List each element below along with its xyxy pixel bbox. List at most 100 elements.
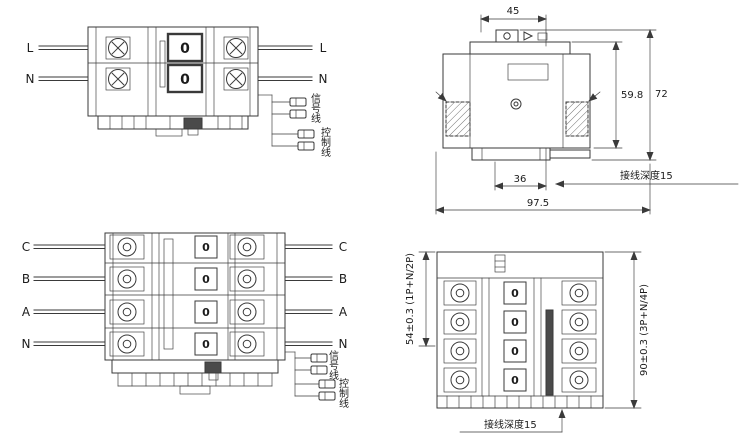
dimension-height-2p: 54±0.3 (1P+N/2P) <box>405 251 436 347</box>
terminal-screw <box>108 38 128 58</box>
annotation-control-wire: 控制线 <box>337 377 349 408</box>
terminal-screw <box>569 312 589 332</box>
front-view-4p-diagram: C B A N C B A N <box>22 232 349 408</box>
switch-position-label: 0 <box>202 273 210 286</box>
handle-tie-bar <box>545 309 554 396</box>
terminal-screw <box>226 38 246 58</box>
dim-value-36: 36 <box>514 174 527 185</box>
wire-label-left-1: L <box>27 41 34 55</box>
rating-label-area <box>507 63 549 81</box>
wiring-depth-text: 接线深度15 <box>484 418 537 431</box>
trip-indicator-block <box>204 361 222 374</box>
din-rail-mount <box>97 115 249 137</box>
wire-label-right-1: C <box>339 240 347 254</box>
switch-handle-pole4: 0 <box>503 368 527 392</box>
annotation-signal-wire: 信号线 <box>309 93 321 123</box>
breaker-side-profile <box>435 29 601 161</box>
dimension-view-4p-diagram: 0 0 0 0 <box>405 251 650 433</box>
dimension-total-height: 72 <box>519 29 668 161</box>
dim-value-59-8: 59.8 <box>621 90 643 101</box>
toggle-handle <box>495 29 519 43</box>
din-rail-seat <box>471 147 551 161</box>
wire-label-right-4: N <box>339 337 348 351</box>
terminal-cavity-left <box>445 101 471 137</box>
outgoing-wires-right: C B A N <box>284 240 348 351</box>
dim-value-90: 90±0.3 (3P+N/4P) <box>639 284 650 376</box>
breaker-body-4p: 0 0 0 0 <box>436 251 604 409</box>
wire-label-left-2: N <box>26 72 35 86</box>
dim-value-97-5: 97.5 <box>527 198 549 209</box>
switch-position-label: 0 <box>511 374 519 387</box>
terminal-screw <box>237 237 257 257</box>
switch-handle-pole2: 0 <box>194 267 218 291</box>
wire-label-right-2: N <box>319 72 328 86</box>
terminal-screw <box>237 269 257 289</box>
terminal-screw <box>569 341 589 361</box>
switch-position-label: 0 <box>180 72 190 88</box>
terminal-screw <box>450 341 470 361</box>
terminal-screw <box>117 334 137 354</box>
spade-connector-icon <box>297 141 315 151</box>
trip-mark-icon <box>523 31 534 41</box>
switch-position-label: 0 <box>202 306 210 319</box>
spade-connector-icon <box>310 353 328 363</box>
rail-clip-tab <box>155 128 183 137</box>
test-button-detail <box>494 254 506 273</box>
dimension-top-width: 45 <box>480 6 547 47</box>
dimension-body-height: 59.8 <box>571 41 643 149</box>
terminal-screw <box>117 237 137 257</box>
wire-label-right-3: A <box>339 305 348 319</box>
switch-handle-pole2: 0 <box>503 310 527 334</box>
side-view-diagram: 45 59.8 72 36 97.5 接线深度15 <box>435 6 739 215</box>
switch-handle-pole1: 0 <box>166 32 204 63</box>
terminal-screw <box>117 269 137 289</box>
terminal-screw <box>117 302 137 322</box>
switch-position-label: 0 <box>511 316 519 329</box>
handle-tie-bar <box>163 238 174 350</box>
front-view-2p-diagram: L N L N <box>26 26 331 157</box>
annotation-signal-wire: 信号线 <box>327 350 339 380</box>
switch-handle-pole4: 0 <box>194 332 218 356</box>
dim-value-45: 45 <box>507 6 520 17</box>
rail-clip-tab <box>549 149 591 159</box>
dimension-total-depth: 97.5 <box>435 151 651 215</box>
wiring-depth-text: 接线深度15 <box>620 169 673 182</box>
switch-position-label: 0 <box>202 338 210 351</box>
spade-connector-icon <box>318 391 336 401</box>
switch-handle-pole2: 0 <box>166 63 204 94</box>
incoming-wires-left: C B A N <box>22 240 106 351</box>
handle-tie-bar <box>159 40 166 88</box>
terminal-screw <box>569 283 589 303</box>
wiring-depth-callout-bottom: 接线深度15 <box>459 409 566 433</box>
terminal-screw <box>237 302 257 322</box>
terminal-screw <box>450 312 470 332</box>
terminal-screw <box>226 69 246 89</box>
wire-label-right-2: B <box>339 272 347 286</box>
wire-label-left-3: A <box>22 305 31 319</box>
face-screw <box>510 98 522 110</box>
switch-handle-pole3: 0 <box>194 300 218 324</box>
wire-label-right-1: L <box>320 41 327 55</box>
spade-connector-icon <box>297 129 315 139</box>
dim-value-72: 72 <box>655 89 668 100</box>
wire-label-left-2: B <box>22 272 30 286</box>
incoming-wires-left: L N <box>26 41 89 86</box>
terminal-cavity-right <box>565 101 589 137</box>
wire-label-left-4: N <box>22 337 31 351</box>
switch-position-label: 0 <box>511 287 519 300</box>
annotation-control-wire: 控制线 <box>319 126 331 157</box>
dim-value-54: 54±0.3 (1P+N/2P) <box>405 253 416 345</box>
switch-handle-pole1: 0 <box>194 235 218 259</box>
switch-handle-pole1: 0 <box>503 281 527 305</box>
breaker-body-2p: 0 0 <box>87 26 259 117</box>
auxiliary-connectors: 信号线 控制线 <box>284 350 349 408</box>
trip-indicator-block <box>183 117 203 130</box>
spade-connector-icon <box>318 379 336 389</box>
dimension-rail-width: 36 <box>494 147 547 191</box>
spade-connector-icon <box>289 97 307 107</box>
terminal-screw <box>108 69 128 89</box>
breaker-body-4p: 0 0 0 0 <box>104 232 286 361</box>
outgoing-wires-right: L N <box>257 41 328 86</box>
rail-clip-tab <box>179 385 211 395</box>
terminal-screw <box>450 370 470 390</box>
